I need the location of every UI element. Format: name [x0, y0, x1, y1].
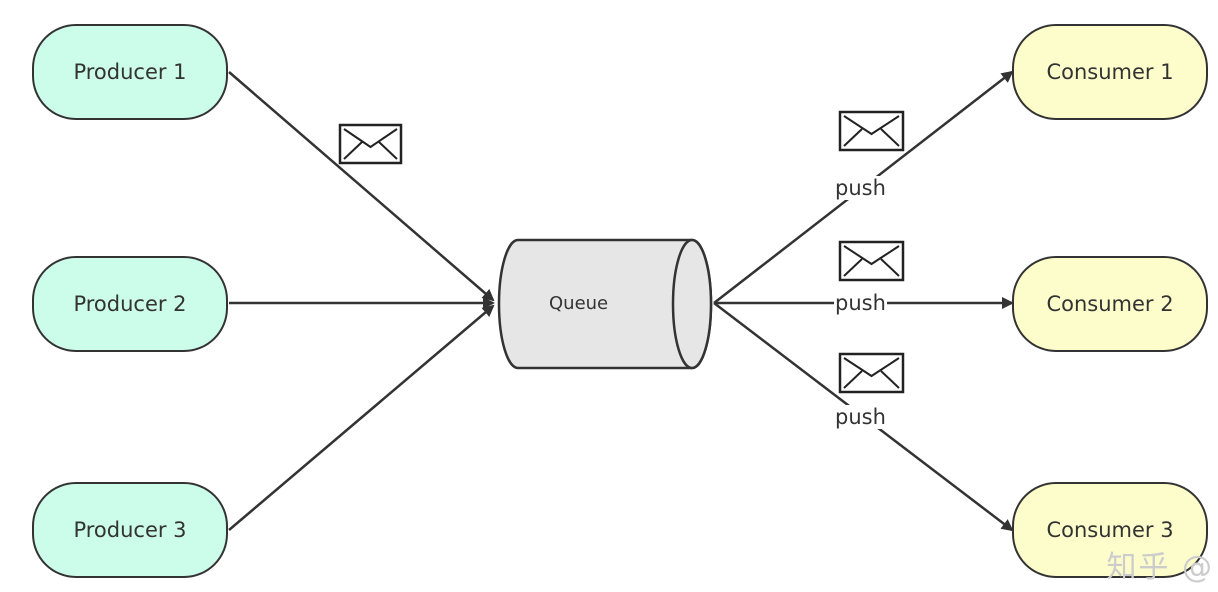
envelope-icon — [338, 123, 403, 165]
consumer-label: Consumer 3 — [1046, 518, 1174, 542]
push-label-1: push — [834, 176, 887, 200]
envelope-icon — [838, 352, 905, 394]
producer-node-3: Producer 3 — [32, 482, 228, 578]
push-label-3: push — [834, 405, 887, 429]
edge-producer-1-queue — [228, 71, 495, 302]
consumer-node-2: Consumer 2 — [1012, 256, 1208, 352]
producer-node-1: Producer 1 — [32, 24, 228, 120]
envelope-icon — [838, 110, 905, 152]
push-label-2: push — [834, 291, 887, 315]
consumer-node-3: Consumer 3 — [1012, 482, 1208, 578]
consumer-node-1: Consumer 1 — [1012, 24, 1208, 120]
queue-cylinder — [497, 238, 713, 370]
producer-node-2: Producer 2 — [32, 256, 228, 352]
consumer-label: Consumer 2 — [1046, 292, 1174, 316]
queue-label: Queue — [549, 293, 609, 314]
producer-label: Producer 2 — [73, 292, 187, 316]
producer-label: Producer 1 — [73, 60, 187, 84]
edge-producer-3-queue — [228, 304, 495, 531]
envelope-icon — [838, 240, 905, 282]
watermark: 知乎 @ — [1106, 550, 1214, 585]
producer-label: Producer 3 — [73, 518, 187, 542]
consumer-label: Consumer 1 — [1046, 60, 1174, 84]
